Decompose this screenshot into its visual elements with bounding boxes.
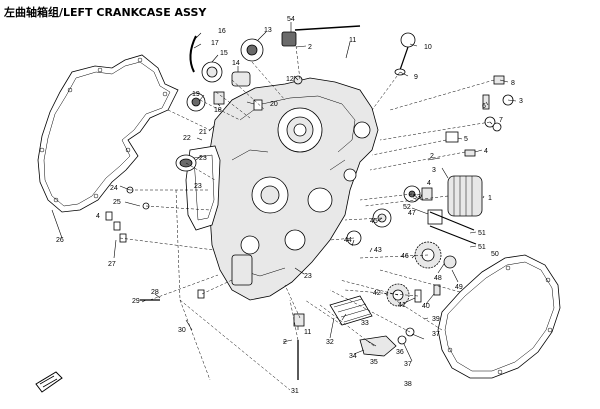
- callout-30: 30: [178, 327, 186, 334]
- small-plug-part: [213, 91, 225, 105]
- callout-22: 22: [183, 135, 191, 142]
- dipstick-part: [281, 25, 361, 47]
- callout-3-right: 3: [519, 98, 523, 105]
- callout-41: 41: [398, 302, 406, 309]
- callout-51-a: 51: [478, 230, 486, 237]
- callout-23-mid: 23: [194, 183, 202, 190]
- callout-44: 44: [344, 237, 352, 244]
- callout-4-mid: 4: [427, 180, 431, 187]
- callout-5: 5: [464, 136, 468, 143]
- callout-2-right: 2: [430, 153, 434, 160]
- left-crankcase-body: [205, 77, 379, 301]
- callout-35: 35: [370, 359, 378, 366]
- small-gear-48: [443, 255, 457, 269]
- callout-2-top: 2: [308, 44, 312, 51]
- callout-4: 4: [484, 148, 488, 155]
- right-fasteners: [445, 75, 514, 157]
- callout-13: 13: [264, 27, 272, 34]
- oil-filter: [447, 175, 483, 217]
- bearing-small-part: [201, 61, 223, 83]
- callout-33: 33: [361, 320, 369, 327]
- callout-36: 36: [396, 349, 404, 356]
- callout-20: 20: [270, 101, 278, 108]
- filter-cover-parts: [403, 185, 443, 225]
- assembly-guides: [119, 45, 495, 391]
- callout-12: 12: [286, 76, 294, 83]
- callout-8: 8: [511, 80, 515, 87]
- callout-21: 21: [199, 129, 207, 136]
- callout-2-lower: 2: [283, 339, 287, 346]
- bolt-51: [429, 211, 475, 231]
- leader-lines: [51, 22, 517, 362]
- breather-hose: [189, 35, 197, 73]
- callout-19: 19: [192, 91, 200, 98]
- callout-17: 17: [211, 40, 219, 47]
- callout-3-mid: 3: [432, 167, 436, 174]
- callout-11-lower: 11: [304, 329, 311, 336]
- dowel-pin: [253, 99, 263, 111]
- callout-51-b: 51: [478, 244, 486, 251]
- callout-34: 34: [349, 353, 357, 360]
- callout-25: 25: [113, 199, 121, 206]
- callout-48: 48: [434, 275, 442, 282]
- page-title: 左曲轴箱组/LEFT CRANKCASE ASSY: [4, 6, 207, 19]
- bolt-51b: [429, 225, 477, 245]
- callout-11-top: 11: [349, 37, 356, 44]
- callout-7: 7: [499, 117, 503, 124]
- callout-39: 39: [432, 316, 440, 323]
- callout-labels: 54 16 17 15 13 14 2 11 10 8 9 12 3 6 7 5…: [56, 16, 523, 395]
- callout-14: 14: [232, 60, 240, 67]
- callout-10: 10: [424, 44, 432, 51]
- left-crankcase-gasket: [37, 54, 179, 213]
- callout-23-upper: 23: [199, 155, 207, 162]
- callout-31: 31: [291, 388, 299, 395]
- callout-27: 27: [108, 261, 116, 268]
- callout-32: 32: [326, 339, 334, 346]
- callout-37-upper: 37: [432, 331, 440, 338]
- callout-49: 49: [455, 284, 463, 291]
- callout-54: 54: [287, 16, 295, 23]
- sleeve-part: [231, 71, 251, 87]
- callout-18: 18: [214, 107, 222, 114]
- callout-40: 40: [422, 303, 430, 310]
- bearing-part: [240, 38, 264, 62]
- pickup-bracket: [359, 335, 397, 357]
- right-cover-gasket: [437, 254, 561, 379]
- callout-15: 15: [220, 50, 228, 57]
- callout-24: 24: [110, 185, 118, 192]
- seal-small-part: [186, 92, 206, 112]
- callout-37-lower: 37: [404, 361, 412, 368]
- callout-4-left: 4: [96, 213, 100, 220]
- callout-46: 46: [401, 253, 409, 260]
- callout-38: 38: [404, 381, 412, 388]
- callout-52: 52: [403, 204, 411, 211]
- callout-50: 50: [491, 251, 499, 258]
- callout-23-lower: 23: [304, 273, 312, 280]
- callout-6: 6: [482, 103, 486, 110]
- callout-45: 45: [370, 218, 378, 225]
- brand-logo-icon: [35, 371, 63, 393]
- callout-1: 1: [488, 195, 492, 202]
- callout-26: 26: [56, 237, 64, 244]
- callout-9: 9: [414, 74, 418, 81]
- callout-53: 53: [413, 194, 421, 201]
- oil-strainer: [329, 295, 373, 326]
- filler-plug: [394, 32, 416, 76]
- callout-43: 43: [374, 247, 382, 254]
- callout-47: 47: [408, 210, 416, 217]
- pin-40: [433, 284, 441, 296]
- callout-42: 42: [373, 290, 381, 297]
- callout-28: 28: [151, 289, 159, 296]
- callout-16: 16: [218, 28, 226, 35]
- callout-29: 29: [132, 298, 140, 305]
